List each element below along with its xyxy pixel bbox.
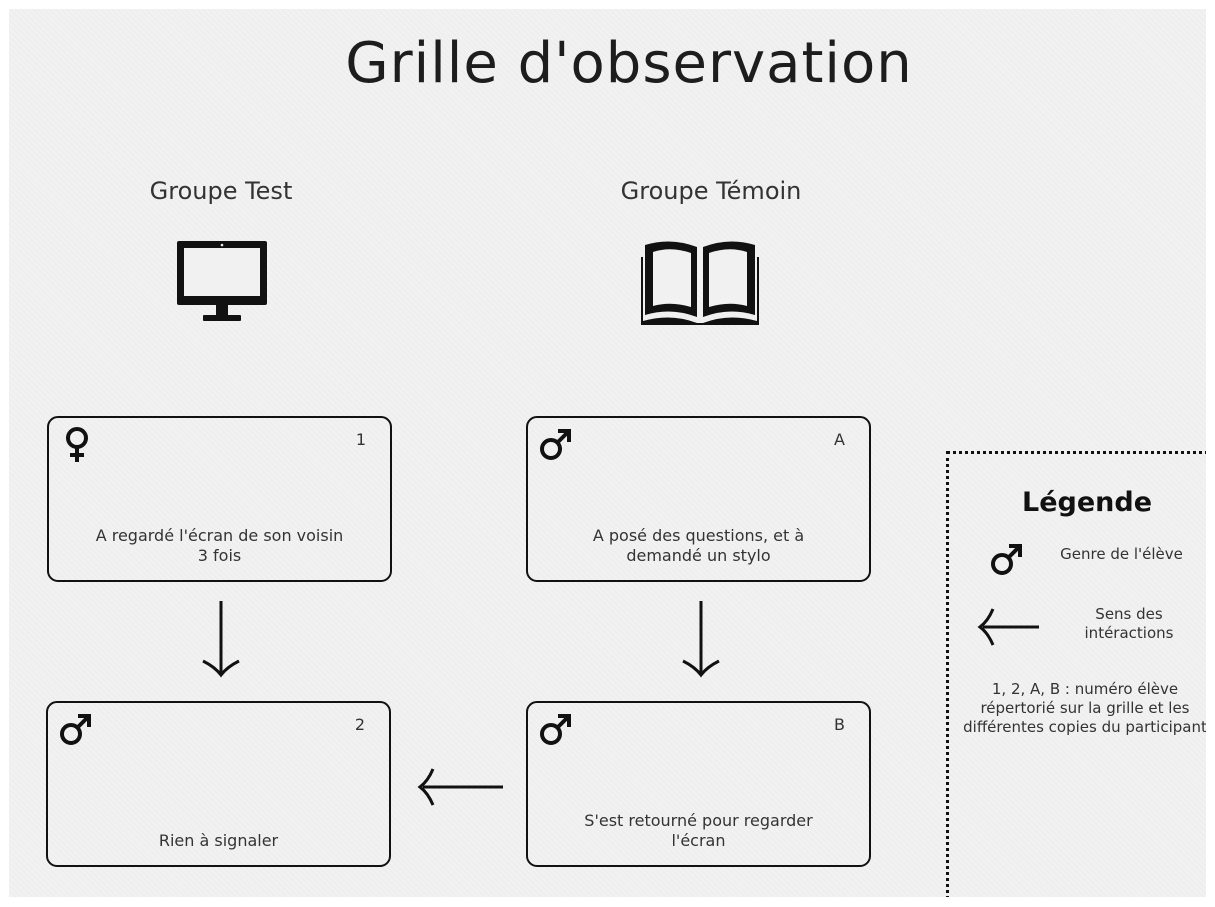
observation-text: A regardé l'écran de son voisin 3 fois bbox=[95, 526, 344, 565]
student-id: 2 bbox=[354, 715, 365, 734]
student-card-2: 2 Rien à signaler bbox=[46, 701, 391, 867]
student-card-1: 1 A regardé l'écran de son voisin 3 fois bbox=[47, 416, 392, 582]
student-card-a: A A posé des questions, et à demandé un … bbox=[526, 416, 871, 582]
observation-text: S'est retourné pour regarder l'écran bbox=[584, 811, 813, 850]
arrow-down-icon bbox=[202, 601, 240, 678]
legend-title: Légende bbox=[1021, 487, 1153, 518]
group-temoin-title: Groupe Témoin bbox=[620, 177, 802, 205]
group-test-title: Groupe Test bbox=[149, 177, 293, 205]
male-icon bbox=[540, 714, 571, 745]
page-title: Grille d'observation bbox=[345, 31, 913, 96]
legend-panel bbox=[946, 451, 1206, 897]
observation-text: Rien à signaler bbox=[158, 831, 279, 850]
student-id: A bbox=[834, 430, 845, 449]
open-book-icon bbox=[641, 241, 759, 325]
female-icon bbox=[66, 427, 88, 462]
arrow-down-icon bbox=[682, 601, 720, 678]
arrow-left-icon bbox=[977, 608, 1039, 646]
legend-note: 1, 2, A, B : numéro élève répertorié sur… bbox=[963, 680, 1206, 736]
male-icon bbox=[540, 429, 571, 460]
male-icon bbox=[991, 544, 1022, 575]
student-card-b: B S'est retourné pour regarder l'écran bbox=[526, 701, 871, 867]
student-id: 1 bbox=[355, 430, 366, 449]
legend-arrow-label: Sens des intéractions bbox=[1084, 605, 1174, 642]
student-id: B bbox=[834, 715, 845, 734]
male-icon bbox=[60, 714, 91, 745]
arrow-left-icon bbox=[417, 768, 503, 806]
observation-text: A posé des questions, et à demandé un st… bbox=[592, 526, 805, 565]
computer-monitor-icon bbox=[177, 241, 267, 321]
diagram-canvas: Grille d'observation Groupe Test Groupe … bbox=[9, 9, 1206, 897]
legend-gender-label: Genre de l'élève bbox=[1060, 545, 1183, 563]
